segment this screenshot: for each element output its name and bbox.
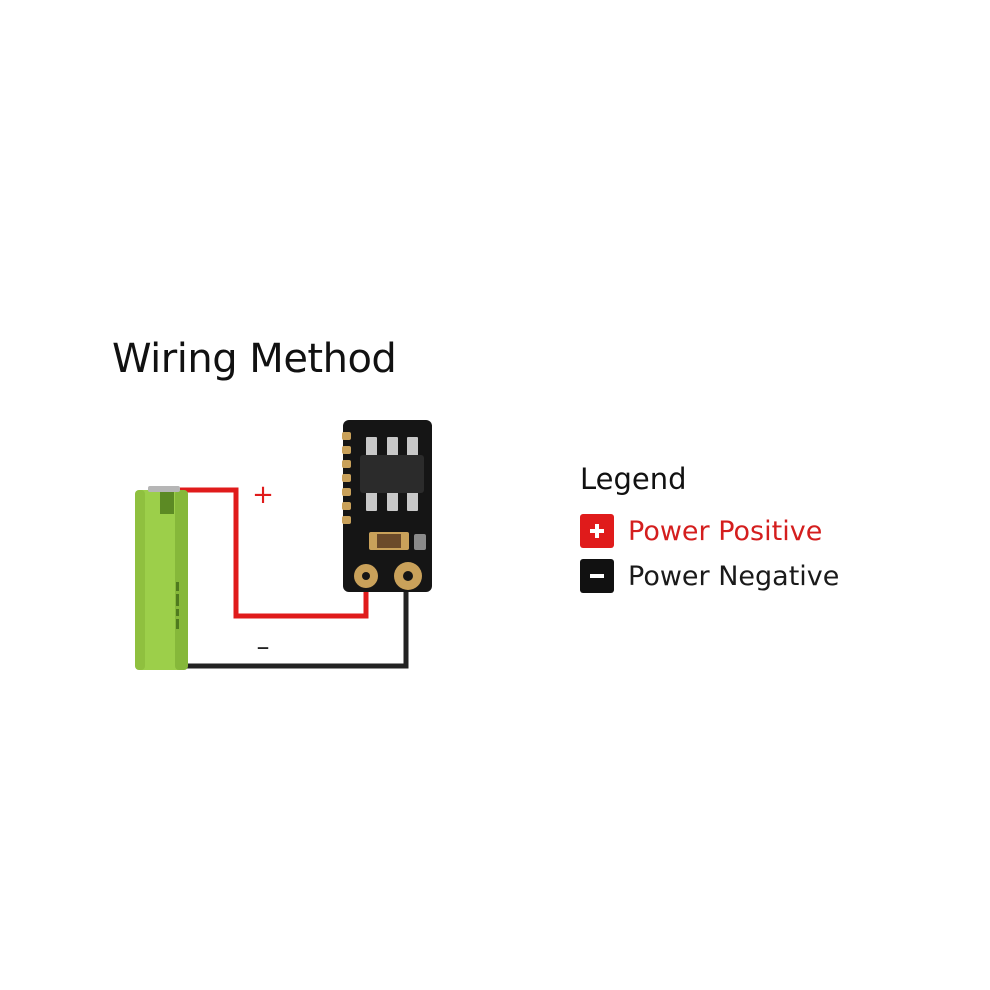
negative-wire: [182, 582, 409, 669]
legend-item-positive: Power Positive: [580, 512, 839, 550]
minus-icon: [580, 559, 614, 593]
legend-title: Legend: [580, 462, 687, 496]
negative-mark: –: [257, 632, 270, 662]
circuit-board: [342, 420, 432, 592]
legend-label-negative: Power Negative: [628, 560, 840, 592]
legend: Legend Power Positive Power Negative: [580, 462, 839, 602]
plus-icon: [580, 514, 614, 548]
positive-mark: +: [252, 480, 274, 510]
legend-label-positive: Power Positive: [628, 515, 823, 547]
positive-wire: [162, 487, 369, 619]
battery-printed-marks: [176, 582, 179, 629]
ic-chip: [360, 455, 424, 493]
battery: [135, 486, 188, 670]
legend-item-negative: Power Negative: [580, 557, 839, 595]
page-title: Wiring Method: [112, 336, 397, 382]
